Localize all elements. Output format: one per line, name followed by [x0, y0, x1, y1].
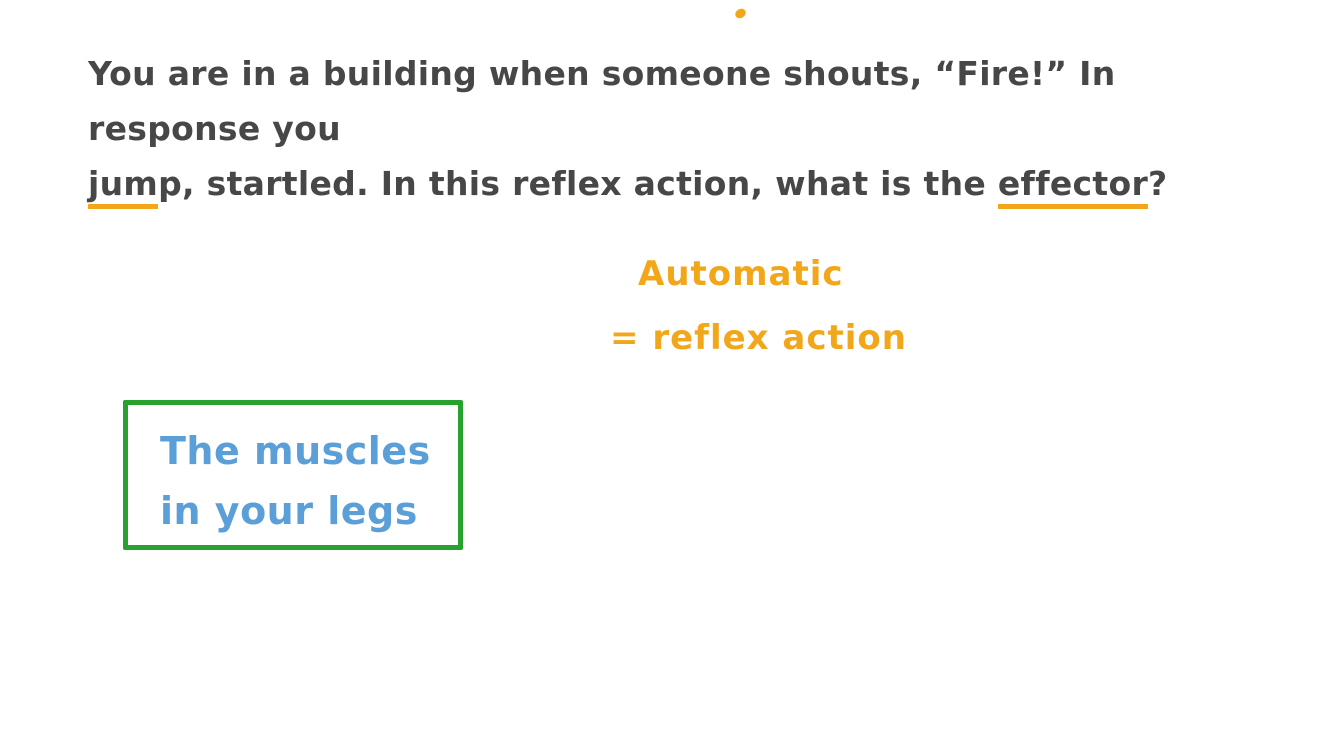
- stray-pen-mark-icon: [733, 6, 748, 21]
- answer-line-1: The muscles: [160, 429, 431, 473]
- answer-text: The muscles in your legs: [160, 421, 458, 541]
- orange-annotation: Automatic = reflex action: [610, 254, 907, 358]
- question-line-1: You are in a building when someone shout…: [88, 46, 1298, 156]
- annotation-line-2: = reflex action: [610, 318, 907, 358]
- question-text: You are in a building when someone shout…: [88, 46, 1298, 211]
- underlined-word-jump: jum: [88, 164, 159, 209]
- answer-box: The muscles in your legs: [123, 400, 463, 550]
- question-line-1-text: You are in a building when someone shout…: [88, 54, 1116, 148]
- question-line-2-middle: p, startled. In this reflex action, what…: [158, 164, 998, 203]
- annotation-line-1: Automatic: [638, 254, 844, 294]
- underlined-word-effector: effector: [997, 164, 1149, 209]
- question-line-2: jump, startled. In this reflex action, w…: [88, 156, 1298, 211]
- question-mark: ?: [1148, 164, 1168, 203]
- answer-line-2: in your legs: [160, 489, 418, 533]
